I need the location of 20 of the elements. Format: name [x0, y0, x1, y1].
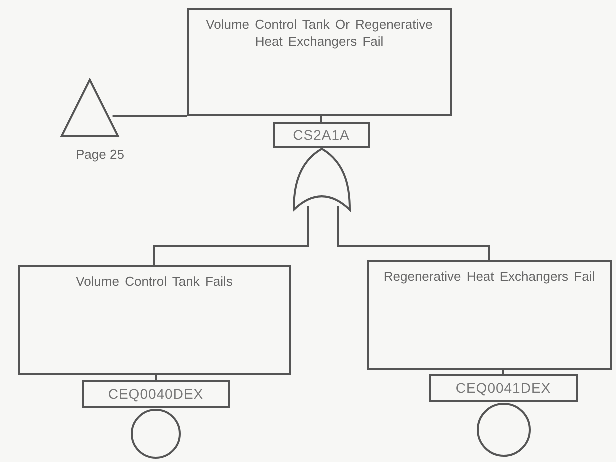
page-reference: Page 25: [76, 147, 124, 162]
event-box: [187, 8, 452, 116]
event-id-tag: CS2A1A: [273, 122, 370, 148]
connector-line: [112, 115, 187, 117]
connector-line: [502, 370, 504, 374]
event-box: [18, 265, 291, 375]
basic-event-circle: [131, 409, 181, 459]
connector-line: [154, 206, 310, 265]
event-description: Volume Control Tank Or Regenerative Heat Exchangers Fail: [205, 16, 434, 50]
or-gate: [293, 148, 351, 211]
transfer-triangle: [60, 78, 120, 137]
event-id-tag: CEQ0040DEX: [82, 380, 230, 408]
basic-event-circle: [477, 403, 531, 457]
connector-line: [320, 116, 322, 122]
event-description: Regenerative Heat Exchangers Fail: [384, 268, 596, 285]
connector-line: [337, 206, 490, 260]
connector-line: [155, 375, 157, 380]
event-box: [367, 260, 612, 370]
event-id-tag: CEQ0041DEX: [429, 374, 578, 402]
event-description: Volume Control Tank Fails: [76, 273, 233, 290]
